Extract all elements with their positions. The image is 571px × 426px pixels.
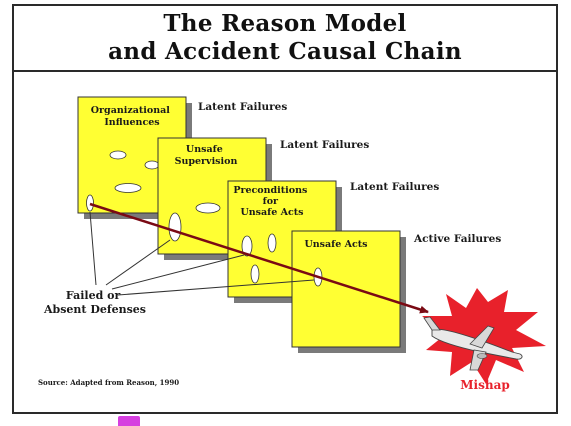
defense-hole xyxy=(241,235,253,257)
slice-unsafe-acts: Unsafe Acts xyxy=(291,230,406,353)
failure-label: Active Failures xyxy=(413,233,501,245)
defense-hole xyxy=(114,183,142,193)
defense-pointer-lines xyxy=(89,211,315,296)
defense-hole xyxy=(86,194,94,212)
defense-hole xyxy=(267,233,277,253)
defenses-label: Failed or Absent Defenses xyxy=(43,289,146,316)
defense-hole xyxy=(250,264,260,284)
failure-label: Latent Failures xyxy=(350,181,439,193)
slice-label: Preconditions for Unsafe Acts xyxy=(233,185,310,218)
failure-label: Latent Failures xyxy=(198,101,287,113)
slice-panel xyxy=(291,230,401,348)
mishap-label: Mishap xyxy=(460,378,510,392)
airplane-icon xyxy=(423,316,523,371)
defense-hole xyxy=(144,160,160,170)
title-line-1: The Reason Model xyxy=(163,10,407,37)
slice-label: Unsafe Supervision xyxy=(175,144,238,167)
airplane-crash-icon xyxy=(422,288,546,384)
slice-label: Organizational Influences xyxy=(91,105,173,128)
causal-chain-arrow xyxy=(89,202,429,314)
title-line-2: and Accident Causal Chain xyxy=(108,38,462,65)
slice-label: Unsafe Acts xyxy=(304,239,367,250)
source-note: Source: Adapted from Reason, 1990 xyxy=(38,378,179,387)
defense-hole xyxy=(109,150,127,160)
slide-title: The Reason Model and Accident Causal Cha… xyxy=(14,6,556,72)
bottom-tab xyxy=(118,416,140,426)
defense-hole xyxy=(195,202,221,214)
failure-label: Latent Failures xyxy=(280,139,369,151)
defense-hole xyxy=(168,212,182,242)
